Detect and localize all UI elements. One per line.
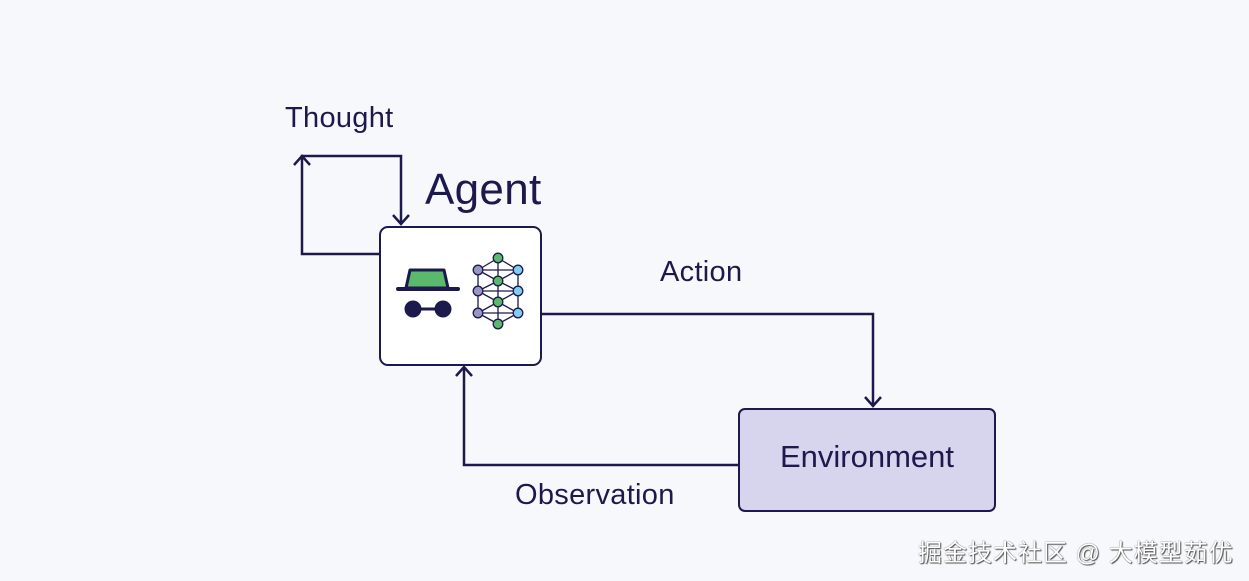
network-node [492,252,504,264]
network-node [472,264,484,276]
action-label: Action [660,256,743,288]
watermark: 掘金技术社区 @ 大模型茹优 [918,540,1234,567]
spy-hat-glasses-icon [396,268,460,318]
observation-arrow [462,368,738,467]
agent-box [379,226,542,366]
neural-network-icon [472,252,524,330]
environment-label: Environment [779,439,955,474]
environment-box: Environment [738,408,996,512]
thought-arrowhead-down [392,214,410,226]
agent-label: Agent [425,165,542,214]
network-node [512,285,524,297]
network-node [472,285,484,297]
network-node [492,275,504,287]
network-node [512,264,524,276]
network-node [512,307,524,319]
thought-arrowhead-up [293,154,311,166]
observation-arrowhead [455,365,473,377]
hat-crown [404,268,450,290]
action-arrowhead [864,396,882,408]
network-node [492,296,504,308]
thought-loop-arrow [300,154,403,256]
network-node [472,307,484,319]
action-arrow [542,312,875,406]
observation-label: Observation [515,479,675,511]
thought-label: Thought [285,102,394,134]
network-node [492,318,504,330]
